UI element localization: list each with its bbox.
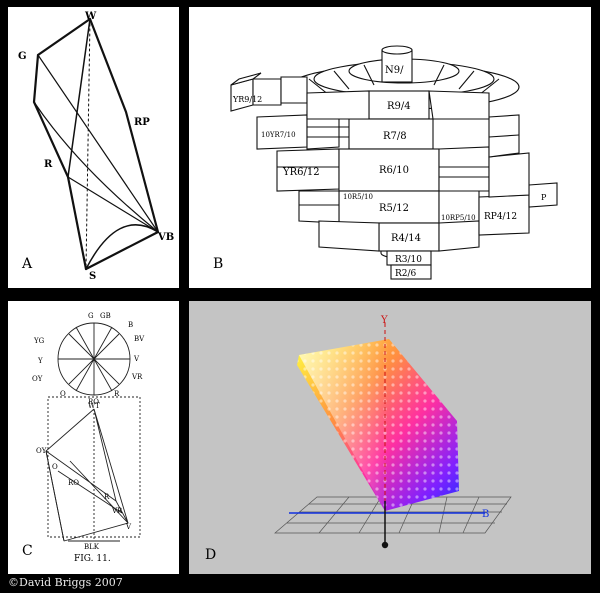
block-label: R2/6 xyxy=(395,269,417,279)
circle-label: OY xyxy=(32,375,43,383)
block-label: R5/12 xyxy=(379,203,409,214)
axis-label: Y xyxy=(380,315,388,326)
block-label: 10R5/10 xyxy=(343,193,373,201)
block-label: R3/10 xyxy=(395,255,422,265)
copyright-text: ©David Briggs 2007 xyxy=(8,576,123,589)
circle-label: V xyxy=(133,355,140,363)
block-label: P xyxy=(541,193,547,202)
circle-label: GB xyxy=(100,312,111,320)
circle-label: VR xyxy=(131,373,143,381)
panel-c: G GB B BV V VR R RO O OY Y YG WT OY O RO… xyxy=(8,301,179,574)
block-label: RP4/12 xyxy=(484,212,517,222)
vertex-label: G xyxy=(18,51,27,62)
panel-d: Y B D xyxy=(189,301,591,574)
figure-caption: FIG. 11. xyxy=(74,554,111,564)
block-label: YR6/12 xyxy=(282,167,320,178)
panel-a-sketch: W G R RP VB S xyxy=(18,11,174,282)
panel-c-figure: G GB B BV V VR R RO O OY Y YG WT OY O RO… xyxy=(32,312,145,564)
block-label: N9/ xyxy=(385,65,404,76)
panel-b: N9/ R9/4 R7/8 R6/10 R5/12 R4/14 R3/10 R2… xyxy=(189,7,591,288)
panel-b-color-tree: N9/ R9/4 R7/8 R6/10 R5/12 R4/14 R3/10 R2… xyxy=(230,45,558,280)
circle-label: YG xyxy=(33,337,45,345)
solid-label: BLK xyxy=(84,543,100,551)
vertex-label: RP xyxy=(134,117,150,128)
panel-label: D xyxy=(205,547,217,563)
solid-label: O xyxy=(52,463,58,471)
solid-label: V xyxy=(125,523,132,531)
solid-label: R xyxy=(104,493,110,501)
panel-label: A xyxy=(22,256,33,272)
circle-label: B xyxy=(128,321,133,329)
block-label: 10RP5/10 xyxy=(441,214,476,222)
circle-label: G xyxy=(88,312,94,320)
circle-label: BV xyxy=(134,335,145,343)
panel-d-3d-plot: Y B xyxy=(274,315,512,549)
circle-label: Y xyxy=(37,357,43,365)
block-label: R6/10 xyxy=(379,165,409,176)
circle-label: R xyxy=(114,390,120,398)
solid-label: RO xyxy=(68,479,79,487)
block-label: YR9/12 xyxy=(232,95,262,104)
vertex-label: VB xyxy=(157,232,174,243)
axis-lines xyxy=(289,323,485,549)
vertex-label: W xyxy=(84,11,97,22)
panel-label: C xyxy=(22,543,33,559)
circle-label: RO xyxy=(88,398,99,406)
block-label: 10YR7/10 xyxy=(261,131,296,139)
panel-a: W G R RP VB S A xyxy=(8,7,179,288)
block-label: R4/14 xyxy=(391,233,421,244)
vertex-label: R xyxy=(44,159,53,170)
solid-label: WT xyxy=(88,402,100,410)
block-label: R9/4 xyxy=(387,101,411,112)
axis-label: B xyxy=(482,509,489,520)
solid-label: OY xyxy=(36,447,47,455)
panel-label: B xyxy=(213,256,224,272)
block-label: R7/8 xyxy=(383,131,407,142)
solid-label: VR xyxy=(111,507,123,515)
circle-label: O xyxy=(60,390,66,398)
vertex-label: S xyxy=(89,271,96,282)
